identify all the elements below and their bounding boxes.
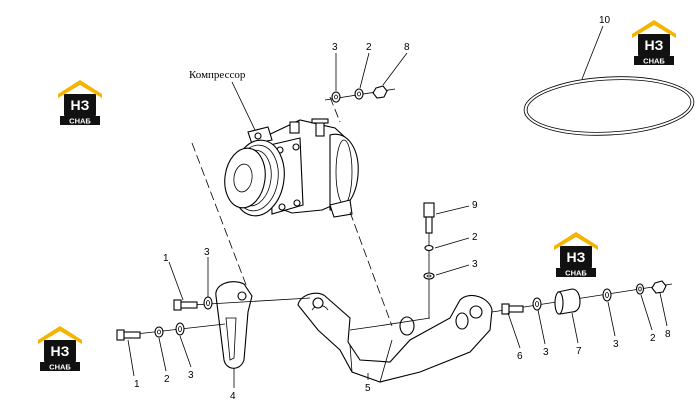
left-lower-fasteners	[116, 322, 226, 377]
callout-5: 5	[365, 383, 371, 394]
callout-3-mid: 3	[472, 259, 478, 270]
logo-lower-left: НЗ СНАБ	[38, 326, 82, 372]
drive-belt	[523, 25, 695, 136]
svg-text:СНАБ: СНАБ	[565, 269, 587, 278]
adjust-link	[215, 281, 253, 388]
callout-4: 4	[230, 391, 236, 402]
compressor-title: Компрессор	[189, 69, 246, 81]
logo-top-right: НЗ СНАБ	[632, 20, 676, 66]
svg-text:СНАБ: СНАБ	[69, 117, 91, 126]
callout-8-right: 8	[665, 329, 671, 340]
callout-3-top: 3	[332, 42, 338, 53]
callout-6: 6	[517, 351, 523, 362]
bolt-9-stack	[423, 202, 470, 318]
svg-text:НЗ: НЗ	[51, 343, 70, 359]
callout-8-top: 8	[404, 42, 410, 53]
callout-1-lower: 1	[134, 379, 140, 390]
left-upper-fasteners	[168, 257, 311, 311]
svg-text:СНАБ: СНАБ	[49, 363, 71, 372]
callout-3-right: 3	[543, 347, 549, 358]
svg-text:НЗ: НЗ	[71, 97, 90, 113]
mount-bracket	[297, 292, 493, 383]
callout-3-lower: 3	[188, 370, 194, 381]
svg-text:НЗ: НЗ	[567, 249, 586, 265]
callout-1-upper: 1	[163, 253, 169, 264]
callout-2-lower: 2	[164, 374, 170, 385]
callout-2-top: 2	[366, 42, 372, 53]
svg-text:НЗ: НЗ	[645, 37, 664, 53]
right-fasteners	[491, 280, 673, 349]
callout-2-mid: 2	[472, 232, 478, 243]
logo-middle-right: НЗ СНАБ	[554, 232, 598, 278]
callout-3-right2: 3	[613, 339, 619, 350]
svg-text:СНАБ: СНАБ	[643, 57, 665, 66]
compressor	[224, 81, 359, 218]
callout-9: 9	[472, 200, 478, 211]
callout-7: 7	[576, 346, 582, 357]
top-fasteners	[324, 52, 408, 103]
callout-10: 10	[599, 15, 611, 26]
callout-3-left: 3	[204, 247, 210, 258]
callout-2-right: 2	[650, 333, 656, 344]
logo-upper-left: НЗ СНАБ	[58, 80, 102, 126]
